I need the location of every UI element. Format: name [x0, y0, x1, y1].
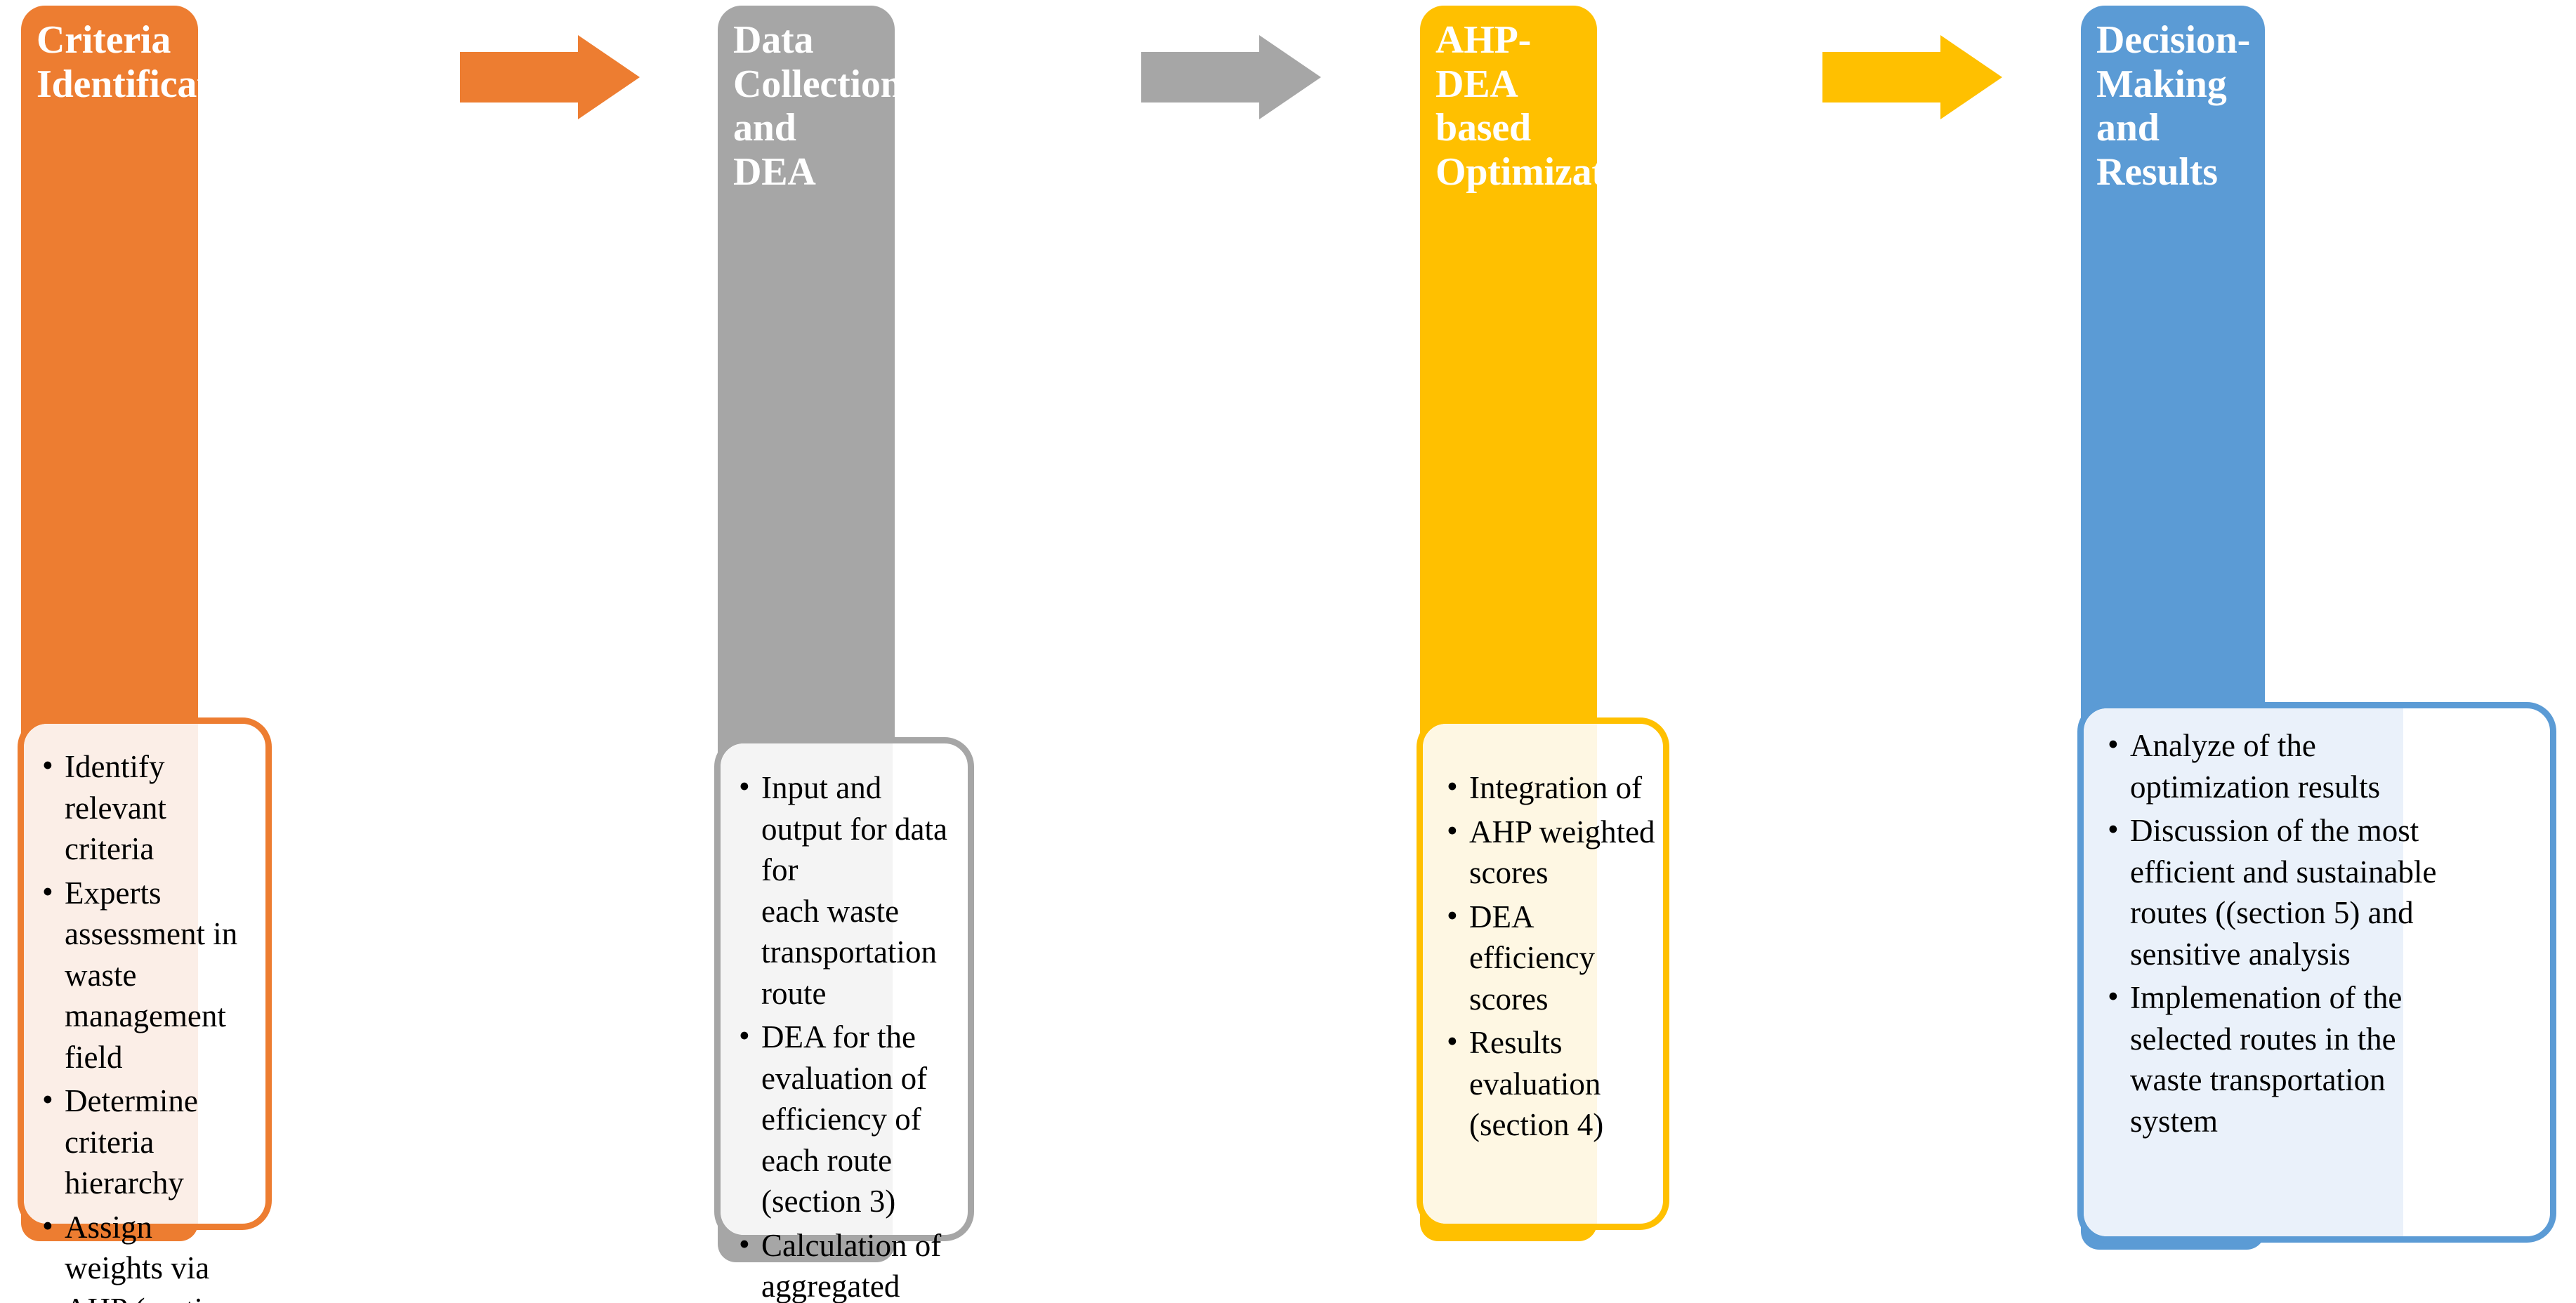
list-item: DEA for the evaluation of efficiency of …: [733, 1015, 961, 1222]
list-item: Determine criteria hierarchy: [37, 1079, 256, 1204]
stage-bullets-3: Integration of AHP weighted scores DEA e…: [1423, 724, 1663, 1146]
stage-bullets-1: Identify relevant criteria Experts asses…: [24, 724, 265, 1303]
arrow-stage3-to-stage4: [1822, 35, 2002, 119]
stage-card-4: Analyze of the optimization results Disc…: [2077, 702, 2556, 1243]
stage-card-1: Identify relevant criteria Experts asses…: [18, 717, 272, 1303]
stage-bullets-2: Input and output for data for each waste…: [721, 743, 968, 1303]
stage-ahp-dea-based-optimization: AHP-DEA based Optimization Integration o…: [1417, 0, 1669, 1303]
stage-criteria-identification: Criteria Identification Identify relevan…: [18, 0, 272, 1303]
stage-title-3: AHP-DEA based Optimization: [1435, 18, 1657, 194]
list-item: Implemenation of the selected routes in …: [2102, 976, 2543, 1142]
stage-bullets-4: Analyze of the optimization results Disc…: [2084, 708, 2550, 1142]
arrow-stage1-to-stage2: [460, 35, 640, 119]
list-item: DEA efficiency scores: [1441, 895, 1656, 1020]
list-item: Calculation of aggregated DEA efficiency…: [733, 1224, 961, 1303]
arrow-stage2-to-stage3: [1141, 35, 1321, 119]
list-item: Assign weights via AHP (section 4): [37, 1205, 256, 1303]
list-item: Identify relevant criteria: [37, 745, 256, 870]
list-item: Results evaluation (section 4): [1441, 1021, 1656, 1146]
list-item: Discussion of the most efficient and sus…: [2102, 809, 2543, 974]
stage-title-1: Criteria Identification: [37, 18, 262, 106]
stage-data-collection-and-dea: Data Collection and DEA Input and output…: [714, 0, 974, 1303]
stage-decision-making-and-results: Decision- Making and Results Analyze of …: [2077, 0, 2556, 1303]
list-item: AHP weighted scores: [1441, 810, 1656, 894]
list-item: Input and output for data for each waste…: [733, 766, 961, 1014]
stage-title-2: Data Collection and DEA: [733, 18, 902, 194]
stage-card-2: Input and output for data for each waste…: [714, 737, 974, 1303]
stage-card-3: Integration of AHP weighted scores DEA e…: [1417, 717, 1669, 1230]
list-item: Analyze of the optimization results: [2102, 724, 2543, 807]
stage-title-4: Decision- Making and Results: [2096, 18, 2251, 194]
list-item: Experts assessment in waste management f…: [37, 871, 256, 1078]
list-item: Integration of: [1441, 766, 1656, 809]
